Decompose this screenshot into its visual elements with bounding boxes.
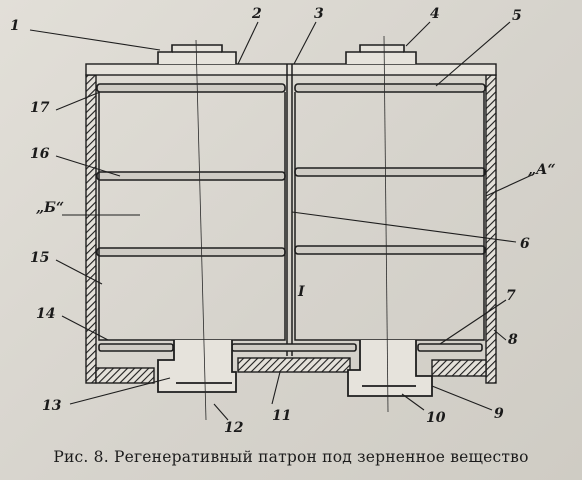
callout-I: I	[297, 284, 305, 300]
figure-caption: Рис. 8. Регенеративный патрон под зернен…	[0, 448, 582, 466]
bottom-screen-middle	[231, 343, 357, 352]
nozzle-right	[345, 44, 417, 64]
bottom-plate-left	[95, 367, 155, 384]
callout-4: 4	[430, 6, 440, 22]
bottom-screen-right	[417, 343, 483, 352]
callout-9: 9	[494, 406, 504, 422]
callouts: 1 2 3 4 5 17 16 „А“ „Б“ 6 15 I 7 14 8 13…	[10, 6, 556, 436]
callout-5: 5	[512, 8, 522, 24]
callout-1: 1	[10, 18, 20, 34]
callout-3: 3	[314, 6, 324, 22]
nozzle-bottom-right	[347, 340, 433, 397]
bottom-plate-right	[431, 359, 487, 377]
axis-lines	[195, 35, 389, 421]
housing	[85, 63, 497, 384]
left-wall	[85, 74, 97, 384]
bottom-screen-left	[98, 343, 174, 352]
callout-11: 11	[272, 408, 291, 424]
right-wall	[485, 74, 497, 384]
low-screen-right	[294, 245, 486, 255]
callout-8: 8	[508, 332, 518, 348]
callout-14: 14	[36, 306, 55, 322]
callout-17: 17	[30, 100, 50, 116]
leader-lines	[29, 21, 535, 421]
nozzle-left	[157, 44, 237, 64]
callout-7: 7	[506, 288, 516, 304]
screens	[96, 83, 486, 352]
mid-screen-right	[294, 167, 486, 177]
nozzle-bottom-left	[157, 340, 237, 393]
mid-screen-left	[96, 171, 286, 181]
caption-text: Регенеративный патрон под зерненное веще…	[113, 448, 529, 466]
central-partition	[286, 64, 293, 356]
callout-10: 10	[426, 410, 446, 426]
callout-6: 6	[520, 236, 530, 252]
callout-12: 12	[224, 420, 244, 436]
top-cover	[85, 63, 497, 76]
callout-A: „А“	[528, 162, 556, 178]
callout-15: 15	[30, 250, 49, 266]
top-nozzles	[157, 44, 417, 64]
caption-label: Рис. 8.	[53, 448, 109, 466]
callout-16: 16	[30, 146, 50, 162]
callout-2: 2	[251, 6, 262, 22]
top-screen-right	[294, 83, 486, 93]
callout-B: „Б“	[36, 200, 64, 216]
callout-13: 13	[42, 398, 62, 414]
bottom-plate-middle	[237, 357, 351, 373]
low-screen-left	[96, 247, 286, 257]
cartridge-drawing: 1 2 3 4 5 17 16 „А“ „Б“ 6 15 I 7 14 8 13…	[10, 6, 556, 436]
bottom-nozzles	[157, 340, 433, 397]
top-screen-left	[96, 83, 286, 93]
